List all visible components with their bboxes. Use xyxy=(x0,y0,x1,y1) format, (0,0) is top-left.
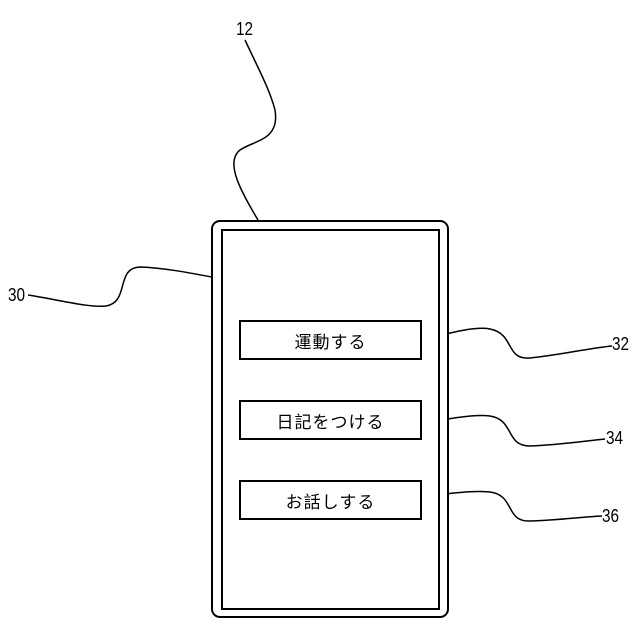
leader-line-36 xyxy=(422,491,602,521)
exercise-button[interactable]: 運動する xyxy=(239,320,422,360)
leader-line-34 xyxy=(422,415,605,446)
ref-numeral-12: 12 xyxy=(236,19,253,39)
ref-numeral-30: 30 xyxy=(8,285,25,305)
ref-numeral-34: 34 xyxy=(606,428,623,448)
ref-numeral-32: 32 xyxy=(612,334,629,354)
leader-line-30 xyxy=(28,267,233,306)
leader-line-32 xyxy=(422,328,612,358)
diary-button[interactable]: 日記をつける xyxy=(239,400,422,440)
ref-numeral-36: 36 xyxy=(602,506,619,526)
leader-line-12 xyxy=(234,40,276,220)
talk-button[interactable]: お話しする xyxy=(239,480,422,520)
